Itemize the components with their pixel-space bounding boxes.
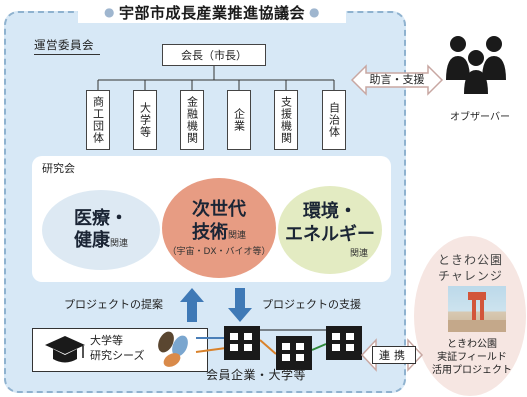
- bubble-title-line1: 環境・: [303, 201, 357, 222]
- title-dot-icon: ●: [309, 5, 320, 19]
- member-label: 商工団体: [91, 96, 105, 144]
- building-icon: [276, 336, 312, 370]
- university-text: 大学等 研究シーズ: [90, 334, 144, 364]
- research-label: 研究会: [42, 162, 75, 175]
- member-label: 金融機関: [185, 96, 199, 144]
- arrow-up-icon: [180, 288, 204, 322]
- observer-label: オブザーバー: [450, 112, 510, 123]
- chair-box: 会長（市長）: [162, 44, 266, 66]
- bubble-title-line1: 医療・: [74, 207, 128, 229]
- committee-label: 運営委員会: [34, 38, 94, 52]
- member-box-finance: 金融機関: [180, 90, 204, 150]
- member-label: 大学等: [138, 102, 152, 138]
- park-text: ときわ公園 実証フィールド 活用プロジェクト: [420, 338, 524, 377]
- bubble-title-line2: エネルギー: [285, 223, 375, 245]
- park-photo: [448, 286, 506, 332]
- member-box-company: 企業: [227, 90, 251, 150]
- seed-icon: [158, 331, 188, 367]
- research-bubble-medical: 医療・ 健康関連: [42, 190, 160, 270]
- bubble-tag: 関連: [109, 239, 128, 249]
- building-windows: [332, 333, 354, 351]
- committee-underline: [34, 54, 100, 55]
- bubble-subtitle: （宇宙・DX・バイオ等）: [167, 247, 271, 257]
- park-logo: ときわ公園 チャレンジ: [438, 253, 503, 284]
- research-bubble-environment: 環境・ エネルギー 関連: [278, 186, 382, 274]
- advice-label: 助言・支援: [369, 73, 425, 86]
- bubble-title-line1: 次世代: [192, 199, 246, 220]
- university-line1: 大学等: [90, 334, 123, 347]
- title-text: 宇部市成長産業推進協議会: [118, 3, 305, 22]
- support-label: プロジェクトの支援: [262, 298, 361, 311]
- member-label: 支援機関: [279, 96, 293, 144]
- research-bubble-tech: 次世代 技術関連 （宇宙・DX・バイオ等）: [162, 178, 276, 278]
- graduation-cap-icon: [45, 336, 85, 363]
- member-label: 企業: [232, 108, 246, 132]
- member-box-university: 大学等: [133, 90, 157, 150]
- member-box-support: 支援機関: [274, 90, 298, 150]
- bubble-tag: 関連: [349, 249, 368, 259]
- member-box-commerce: 商工団体: [86, 90, 110, 150]
- arrow-down-icon: [228, 288, 252, 322]
- title-dot-icon: ●: [104, 5, 115, 19]
- bubble-title-line2: 技術: [191, 221, 228, 243]
- proposal-support-arrows: [180, 288, 252, 322]
- building-windows: [230, 333, 252, 351]
- people-icon: [446, 36, 506, 94]
- park-logo-line1: ときわ公園: [438, 253, 504, 267]
- proposal-label: プロジェクトの提案: [64, 298, 163, 311]
- building-icon: [224, 326, 260, 360]
- collab-label: 連携: [372, 346, 416, 364]
- page-title: ● 宇部市成長産業推進協議会 ●: [78, 1, 346, 23]
- park-line1: ときわ公園: [447, 339, 497, 350]
- building-windows: [282, 343, 304, 361]
- member-label: 自治体: [327, 102, 341, 138]
- building-icon: [326, 326, 362, 360]
- members-label: 会員企業・大学等: [205, 368, 306, 382]
- park-sculpture-icon: [448, 292, 506, 332]
- park-line2: 実証フィールド: [437, 352, 507, 363]
- bubble-title-line2: 健康: [73, 230, 110, 251]
- park-line3: 活用プロジェクト: [432, 365, 512, 376]
- park-logo-line2: チャレンジ: [438, 268, 503, 283]
- bubble-tag: 関連: [227, 230, 246, 241]
- double-arrow-icon: [350, 64, 444, 96]
- university-line2: 研究シーズ: [90, 348, 145, 362]
- member-box-municipality: 自治体: [322, 90, 346, 150]
